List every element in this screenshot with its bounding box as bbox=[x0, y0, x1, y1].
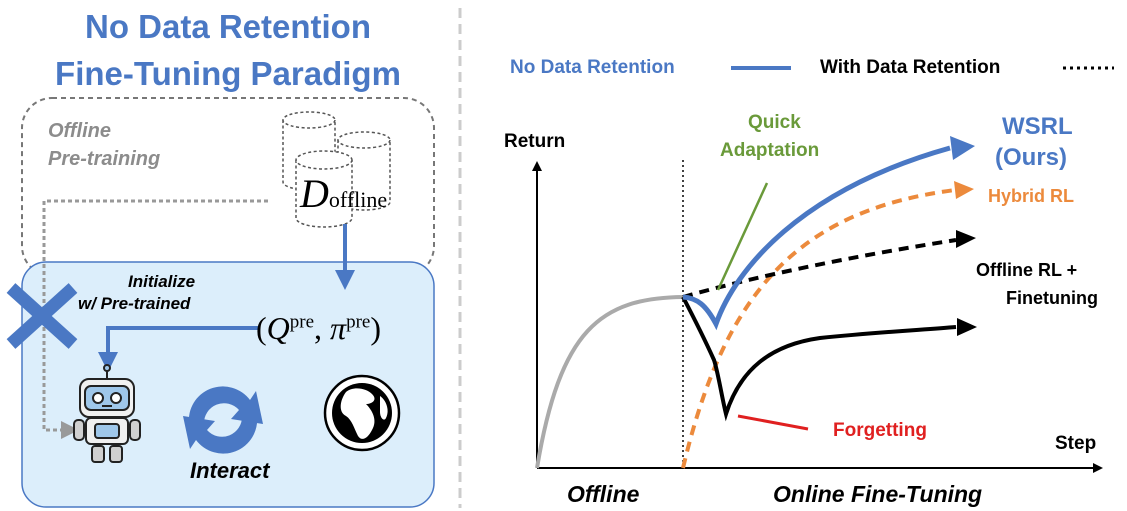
interact-label: Interact bbox=[190, 458, 270, 483]
offline-rl-label-1: Offline RL + bbox=[976, 260, 1078, 280]
phase-offline-label: Offline bbox=[567, 481, 640, 507]
offline-rl-retention-arrowhead bbox=[956, 230, 976, 248]
dataset-subscript: offline bbox=[328, 187, 388, 212]
hybrid-rl-label: Hybrid RL bbox=[988, 186, 1075, 206]
interact-cycle-icon bbox=[183, 386, 263, 454]
offline-rl-label-2: Finetuning bbox=[1006, 288, 1098, 308]
hybrid-rl-arrowhead bbox=[954, 181, 974, 199]
title-line-2: Fine-Tuning Paradigm bbox=[55, 55, 401, 92]
quick-adaptation-label-1: Quick bbox=[748, 112, 801, 133]
wsrl-label-2: (Ours) bbox=[995, 144, 1067, 171]
legend-no-retention: No Data Retention bbox=[510, 57, 675, 78]
forgetting-pointer bbox=[737, 414, 809, 431]
database-icon bbox=[282, 111, 391, 228]
pretrained-label: w/ Pre-trained bbox=[78, 294, 191, 313]
pretrained-params: (Qpre, πpre) bbox=[256, 310, 381, 346]
curve-offline-rl-finetuning bbox=[681, 296, 957, 422]
online-panel bbox=[21, 261, 435, 508]
curve-offline-pretraining bbox=[535, 295, 684, 469]
offline-label: Offline bbox=[48, 120, 111, 142]
curve-hybrid-rl bbox=[681, 188, 956, 469]
forgetting-label: Forgetting bbox=[833, 420, 927, 441]
quick-adaptation-pointer bbox=[716, 182, 769, 291]
pretraining-label: Pre-training bbox=[48, 148, 161, 170]
x-axis-label: Step bbox=[1055, 433, 1097, 454]
globe-icon bbox=[323, 374, 401, 452]
wsrl-label-1: WSRL bbox=[1002, 113, 1073, 140]
robot-icon bbox=[73, 364, 141, 463]
initialize-label: Initialize bbox=[128, 272, 196, 291]
phase-online-label: Online Fine-Tuning bbox=[773, 481, 983, 507]
wsrl-arrowhead bbox=[950, 136, 975, 160]
curve-offline-rl-finetuning-retention bbox=[682, 238, 957, 299]
title-line-1: No Data Retention bbox=[84, 8, 371, 45]
offline-rl-arrowhead bbox=[957, 318, 977, 336]
params-to-robot-arrow bbox=[98, 326, 258, 372]
y-axis-label: Return bbox=[504, 131, 566, 152]
curve-wsrl bbox=[682, 145, 951, 331]
no-retention-x-icon bbox=[6, 283, 78, 349]
legend-with-retention: With Data Retention bbox=[820, 57, 1001, 78]
quick-adaptation-label-2: Adaptation bbox=[720, 140, 820, 161]
dataset-symbol: Doffline bbox=[300, 171, 388, 216]
